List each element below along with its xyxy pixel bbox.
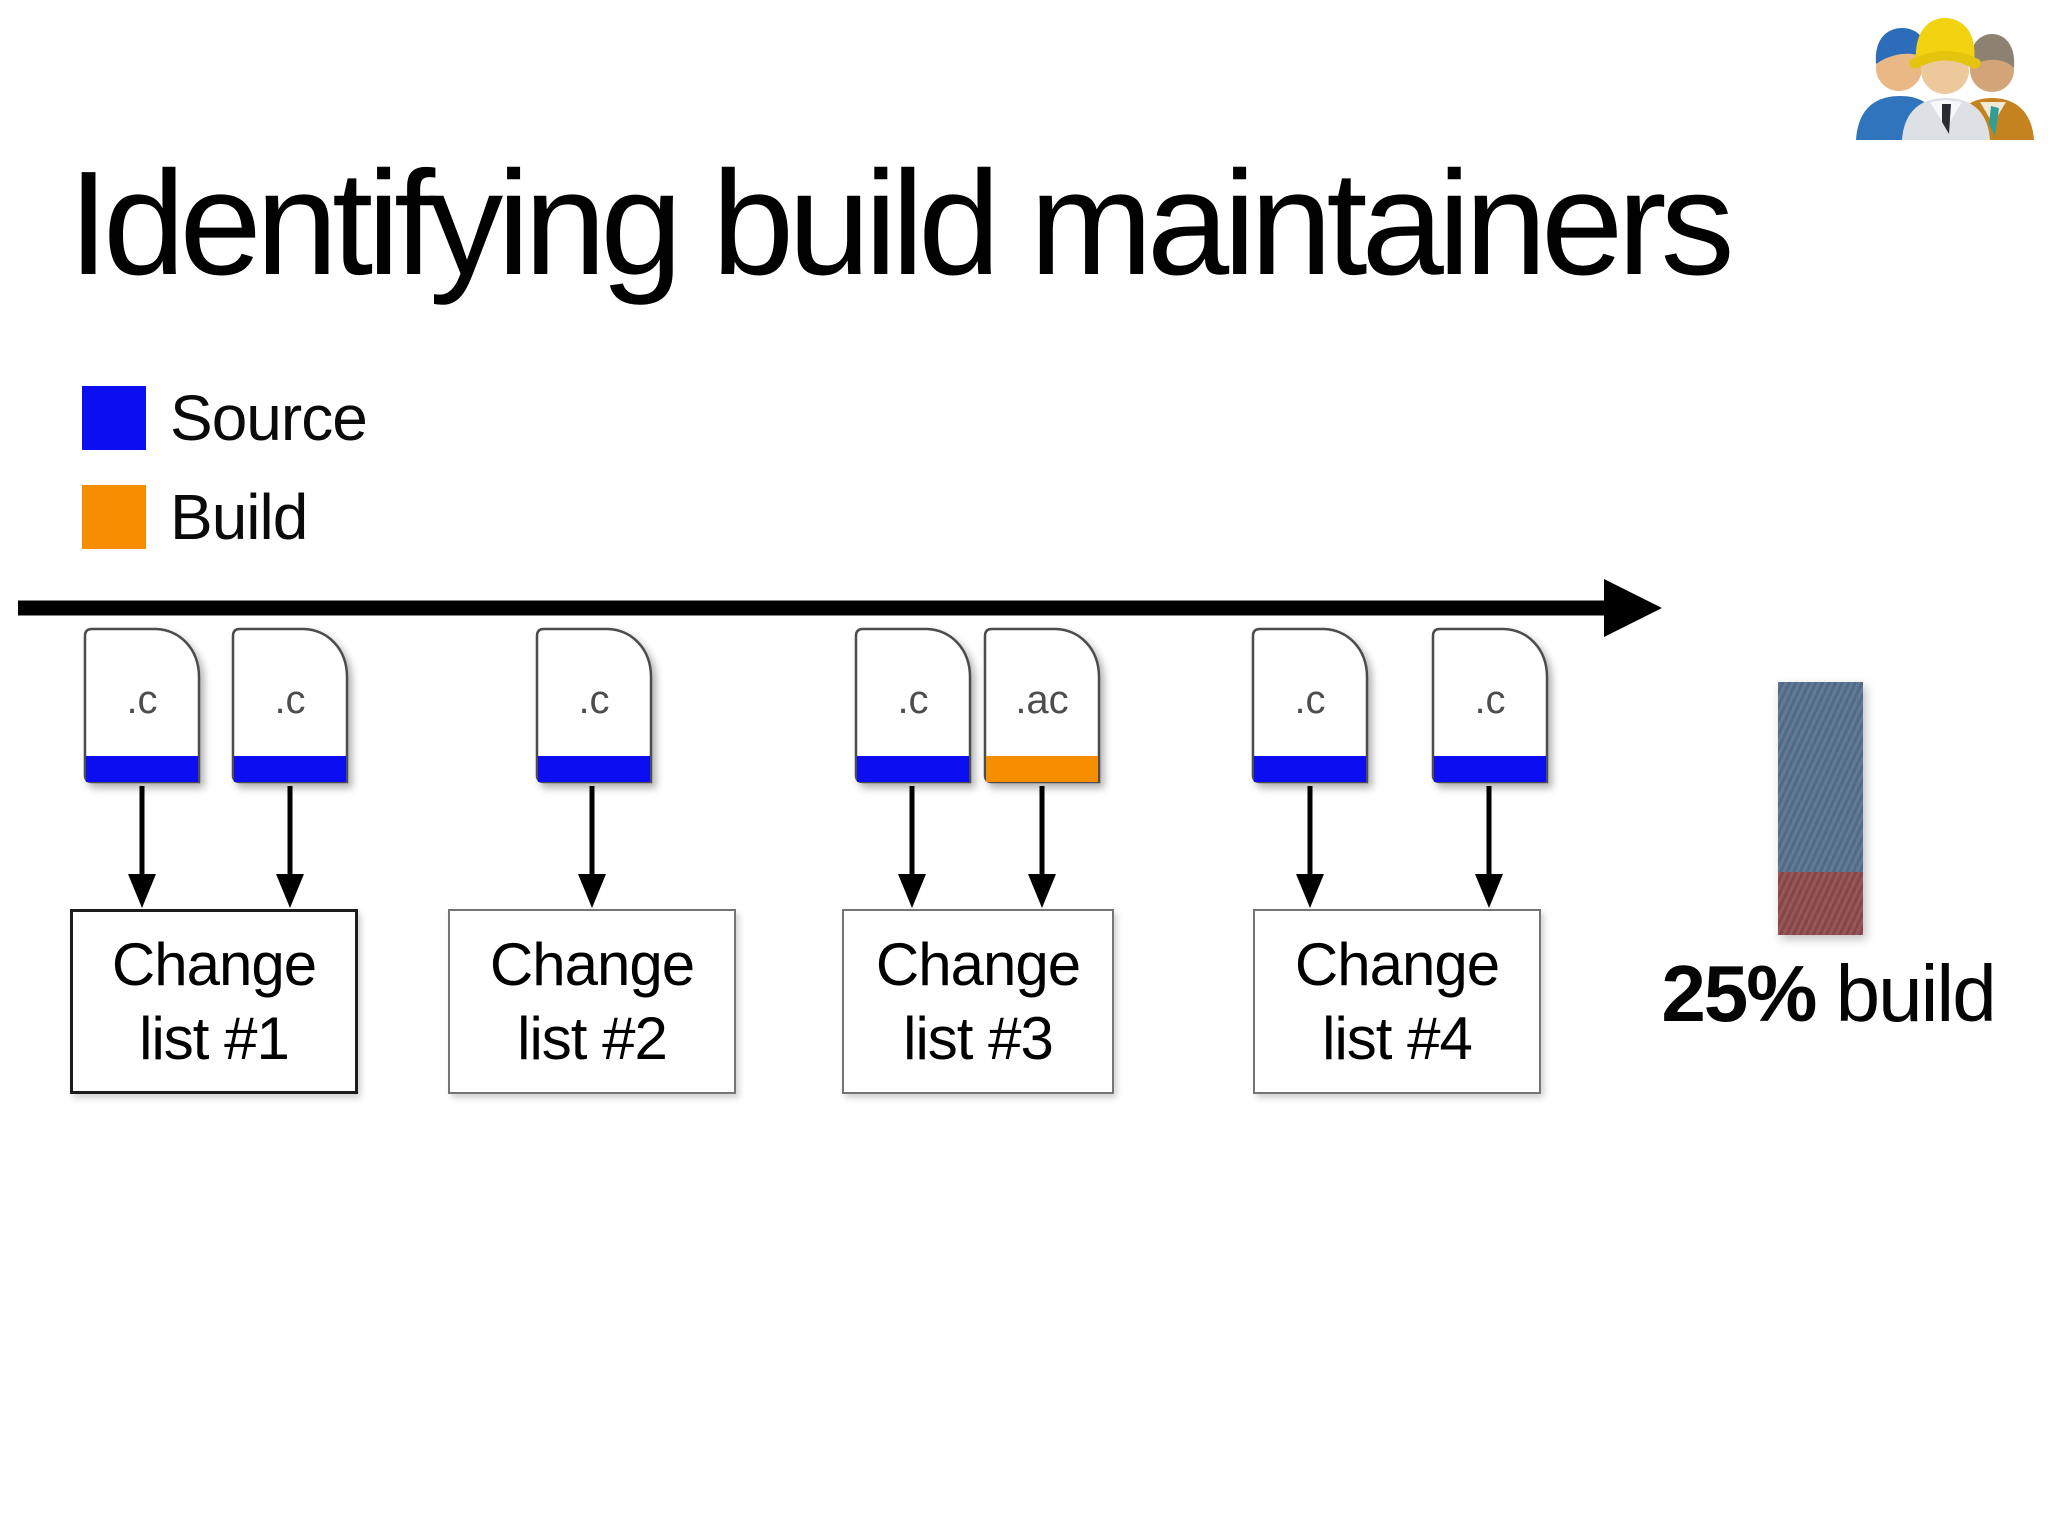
file-icon-c-3: .c [534,627,654,785]
changelist-line: list #1 [139,1004,290,1072]
file-ext-label: .c [897,678,928,722]
legend-label: Build [170,481,308,553]
bar-segment-source [1778,682,1863,872]
down-arrow [276,786,304,908]
changelist-line: Change [875,931,1081,999]
file-icon-c-5: .c [1250,627,1370,785]
down-arrow [1475,786,1503,908]
build-percentage-value: 25% [1661,949,1817,1038]
file-ext-label: .c [1474,678,1505,722]
down-arrow [578,786,606,908]
file-icon-ac: .ac [982,627,1102,785]
legend-label: Source [170,382,368,454]
source-color-swatch [82,386,146,450]
file-icon-c-2: .c [230,627,350,785]
file-to-changelist-arrows [128,786,1503,908]
file-ext-label: .c [274,678,305,722]
changelist-box-3: Change list #3 [842,909,1114,1094]
construction-workers-icon [1856,18,2034,140]
file-ext-label: .c [126,678,157,722]
down-arrow [1028,786,1056,908]
changelist-line: Change [489,931,695,999]
file-ext-label: .c [1294,678,1325,722]
source-build-stacked-bar [1778,682,1863,935]
file-icon-c-6: .c [1430,627,1550,785]
changelist-line: list #3 [903,1004,1054,1072]
build-percentage-label: 25% build [1628,948,2028,1040]
changelist-box-2: Change list #2 [448,909,736,1094]
file-icon-c-4: .c [853,627,973,785]
file-ext-label: .c [578,678,609,722]
changelist-line: list #4 [1322,1004,1473,1072]
page-title: Identifying build maintainers [68,141,1735,306]
down-arrow [1296,786,1324,908]
bar-segment-build [1778,872,1863,935]
changelist-line: Change [111,931,317,999]
legend-item-source: Source [82,382,368,454]
down-arrow [128,786,156,908]
file-icon-c-1: .c [82,627,202,785]
worker-hard-hat [1902,18,1990,140]
changelist-box-1: Change list #1 [70,909,358,1094]
changelist-line: list #2 [517,1004,668,1072]
build-percentage-suffix: build [1815,949,1997,1038]
file-ext-label: .ac [1015,678,1068,722]
changelist-line: Change [1294,931,1500,999]
timeline-arrow [18,579,1662,637]
changelist-box-4: Change list #4 [1253,909,1541,1094]
legend-item-build: Build [82,481,367,553]
build-color-swatch [82,485,146,549]
down-arrow [898,786,926,908]
legend: Source Build [82,382,368,584]
